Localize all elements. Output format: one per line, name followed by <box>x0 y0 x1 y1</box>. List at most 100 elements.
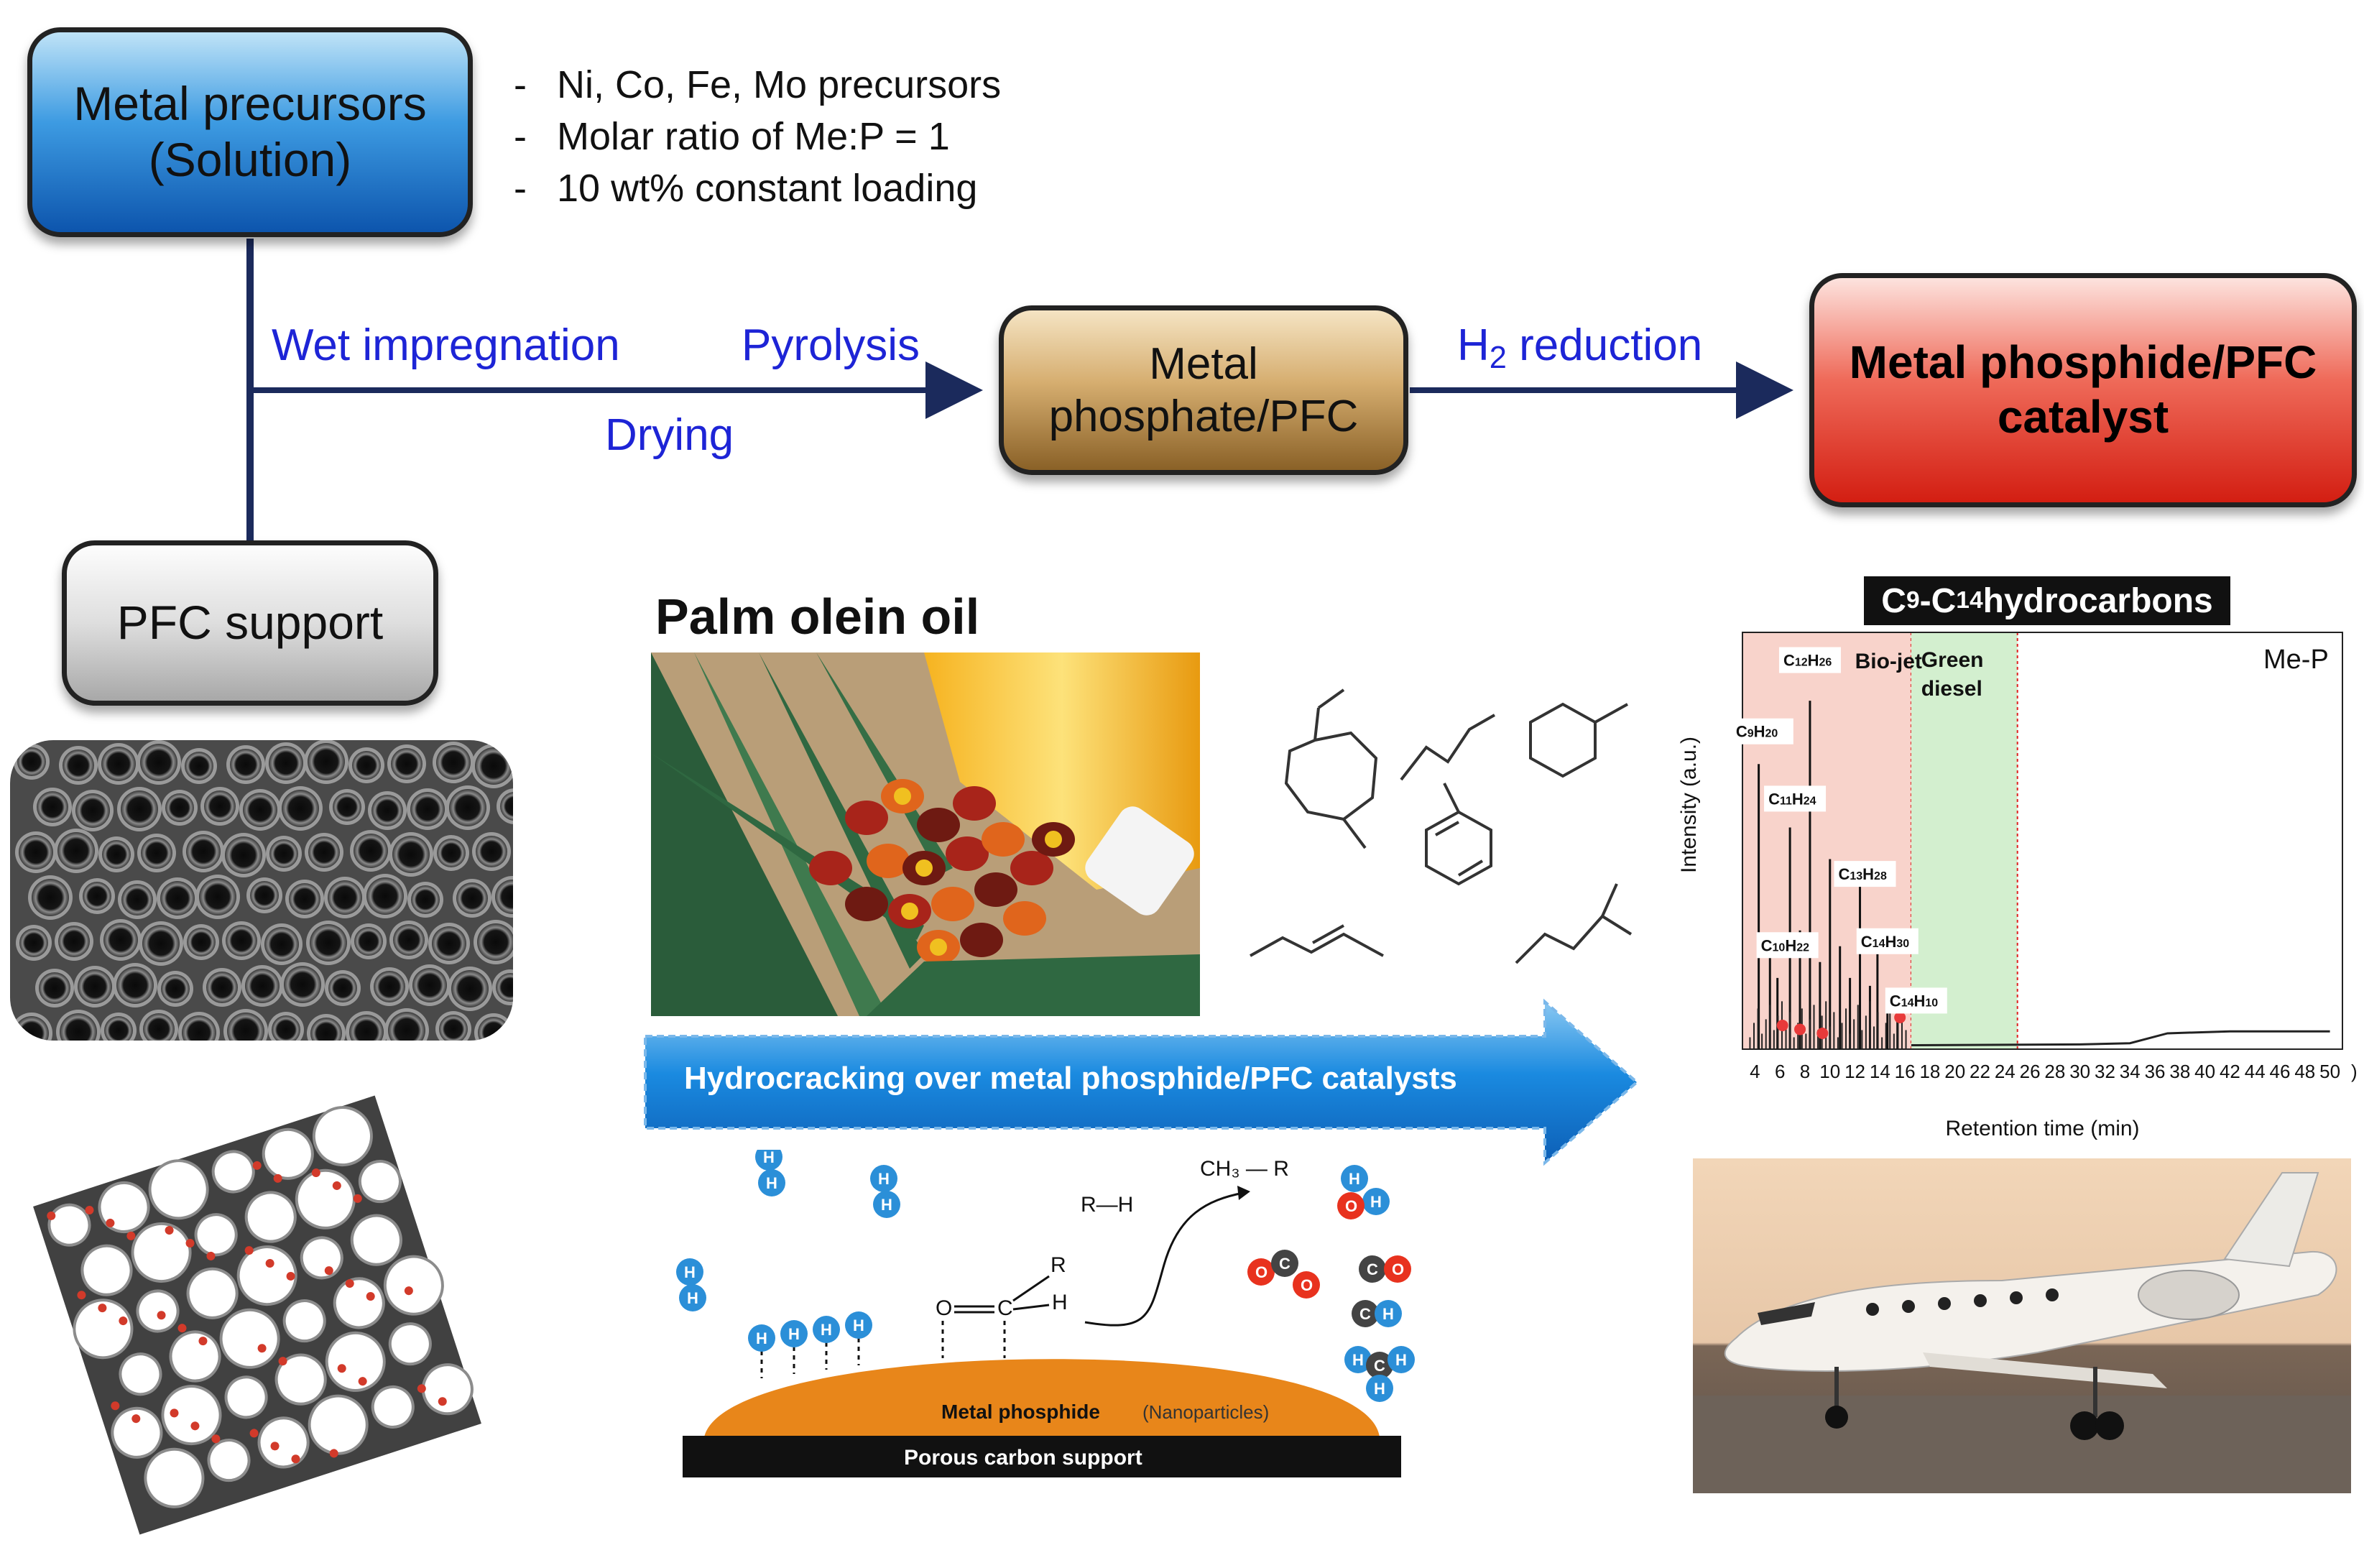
model-pore <box>144 1447 205 1508</box>
model-metal-site <box>345 1279 354 1288</box>
precursor-note: -Ni, Co, Fe, Mo precursors <box>514 59 1001 111</box>
sem-pore <box>187 928 216 956</box>
peak-label-text: C9H20 <box>1736 723 1778 741</box>
model-metal-site <box>366 1292 375 1301</box>
peak-label: C13H28 <box>1834 861 1896 887</box>
sem-pore <box>374 971 405 1002</box>
model-metal-site <box>324 1266 333 1276</box>
hydrogen-atom-label: H <box>684 1263 696 1281</box>
drying-label: Drying <box>605 410 734 460</box>
sem-pore <box>310 1018 342 1041</box>
hydrogen-atom-label: H <box>763 1150 775 1166</box>
hydrogen-atom-label: H <box>878 1170 890 1188</box>
model-pore <box>383 1255 444 1316</box>
sem-pore <box>160 881 195 916</box>
peak-label: C11H24 <box>1764 785 1827 812</box>
metal-precursors-box: Metal precursors (Solution) <box>27 27 473 237</box>
x-tick-label: 8 <box>1800 1061 1810 1082</box>
adsorbed-hydrogen-atom-label: H <box>821 1321 832 1339</box>
water-hydrogen-atom <box>1362 1188 1390 1215</box>
model-metal-site <box>358 1377 367 1386</box>
hydrocracking-arrow <box>644 998 1640 1166</box>
pfc-support-label: PFC support <box>116 596 384 650</box>
adsorbed-hydrogen-atom-label: H <box>788 1325 800 1343</box>
h2-reduction-label: H2 reduction <box>1457 320 1703 375</box>
sem-pore <box>392 836 430 873</box>
model-metal-site <box>311 1168 320 1178</box>
palm-fruit-kernel <box>901 903 918 920</box>
precursor-note: -10 wt% constant loading <box>514 162 1001 214</box>
model-metal-site <box>77 1291 86 1300</box>
sem-pore <box>58 926 90 957</box>
plot-frame <box>1742 632 2343 1050</box>
sem-pore <box>432 926 466 961</box>
sem-pore <box>388 1012 425 1041</box>
region-green-diesel <box>1911 632 2018 1049</box>
model-metal-site <box>249 1429 259 1438</box>
model-pore <box>371 1385 415 1429</box>
methane-carbon-atom-label: C <box>1374 1357 1385 1375</box>
model-metal-site <box>244 1246 254 1255</box>
sem-pore <box>78 969 112 1004</box>
sem-pore <box>250 881 279 910</box>
methane-hydrogen-atom <box>1388 1346 1415 1373</box>
wet-impregnation-label: Wet impregnation <box>272 320 620 370</box>
model-pore <box>236 1245 297 1306</box>
palm-fruit <box>867 844 910 878</box>
porous-carbon-support-label: Porous carbon support <box>904 1446 1142 1470</box>
model-pore <box>224 1375 268 1419</box>
sem-pore <box>60 1013 97 1041</box>
model-metal-site <box>417 1384 426 1393</box>
r-h-product: R—H <box>1081 1193 1133 1217</box>
co2-carbon-atom <box>1271 1250 1298 1277</box>
sem-pore <box>204 790 236 822</box>
nanoparticles-label: (Nanoparticles) <box>1142 1401 1269 1423</box>
sem-pore <box>245 969 280 1003</box>
peak-label: C14H30 <box>1856 928 1919 954</box>
precursor-note: -Molar ratio of Me:P = 1 <box>514 111 1001 162</box>
butene-molecule <box>1250 932 1384 957</box>
peak-label-text: C10H22 <box>1761 936 1809 954</box>
adsorbed-hydrogen-atom <box>845 1311 872 1339</box>
sem-pore <box>282 790 319 827</box>
region-label-green: Green <box>1921 648 1984 672</box>
palm-fruit-kernel <box>915 859 933 877</box>
sem-pore <box>436 745 471 780</box>
x-tick-label: 14 <box>1870 1061 1890 1082</box>
x-tick-label: 4 <box>1750 1061 1760 1082</box>
sem-pore <box>289 883 320 915</box>
ch4-hydrogen-atom-label: H <box>1382 1305 1394 1323</box>
peak-label-text: C11H24 <box>1768 790 1816 808</box>
model-pore <box>161 1385 222 1446</box>
sem-pore <box>116 967 154 1004</box>
metal-phosphate-box: Metal phosphate/PFC <box>999 305 1408 475</box>
metal-phosphide-particle <box>704 1359 1380 1437</box>
peak-label-text: C13H28 <box>1838 865 1886 883</box>
methylpentane-molecule <box>1515 914 1633 964</box>
svg-text:O: O <box>936 1296 952 1320</box>
model-metal-site <box>329 1449 338 1458</box>
sem-pore <box>230 749 262 780</box>
sem-pore <box>102 840 131 869</box>
sem-pore <box>19 928 48 957</box>
sem-pore <box>142 925 180 962</box>
catalyst-label-1: Metal phosphide/PFC <box>1849 336 2317 389</box>
sem-pore <box>75 793 110 828</box>
model-metal-site <box>337 1364 346 1373</box>
sem-pore <box>328 974 357 1002</box>
peak-label: C10H22 <box>1756 932 1819 959</box>
peak-label-bg <box>1885 987 1947 1014</box>
model-pore <box>80 1244 133 1296</box>
model-pore <box>111 1406 163 1459</box>
x-tick-label: 30 <box>2069 1061 2090 1082</box>
porous-carbon-support-bar <box>683 1436 1401 1477</box>
sem-pore <box>496 973 513 1002</box>
chromatogram-chart: Bio-jetGreendieselMe-PC12H26C9H20C11H24C… <box>1677 632 2357 1140</box>
model-metal-site <box>211 1434 221 1444</box>
co2-oxygen-atom-label: O <box>1255 1263 1268 1281</box>
peak-label-bg <box>1834 861 1896 887</box>
model-pore <box>244 1191 297 1243</box>
palm-oil-photo <box>651 652 1200 1016</box>
